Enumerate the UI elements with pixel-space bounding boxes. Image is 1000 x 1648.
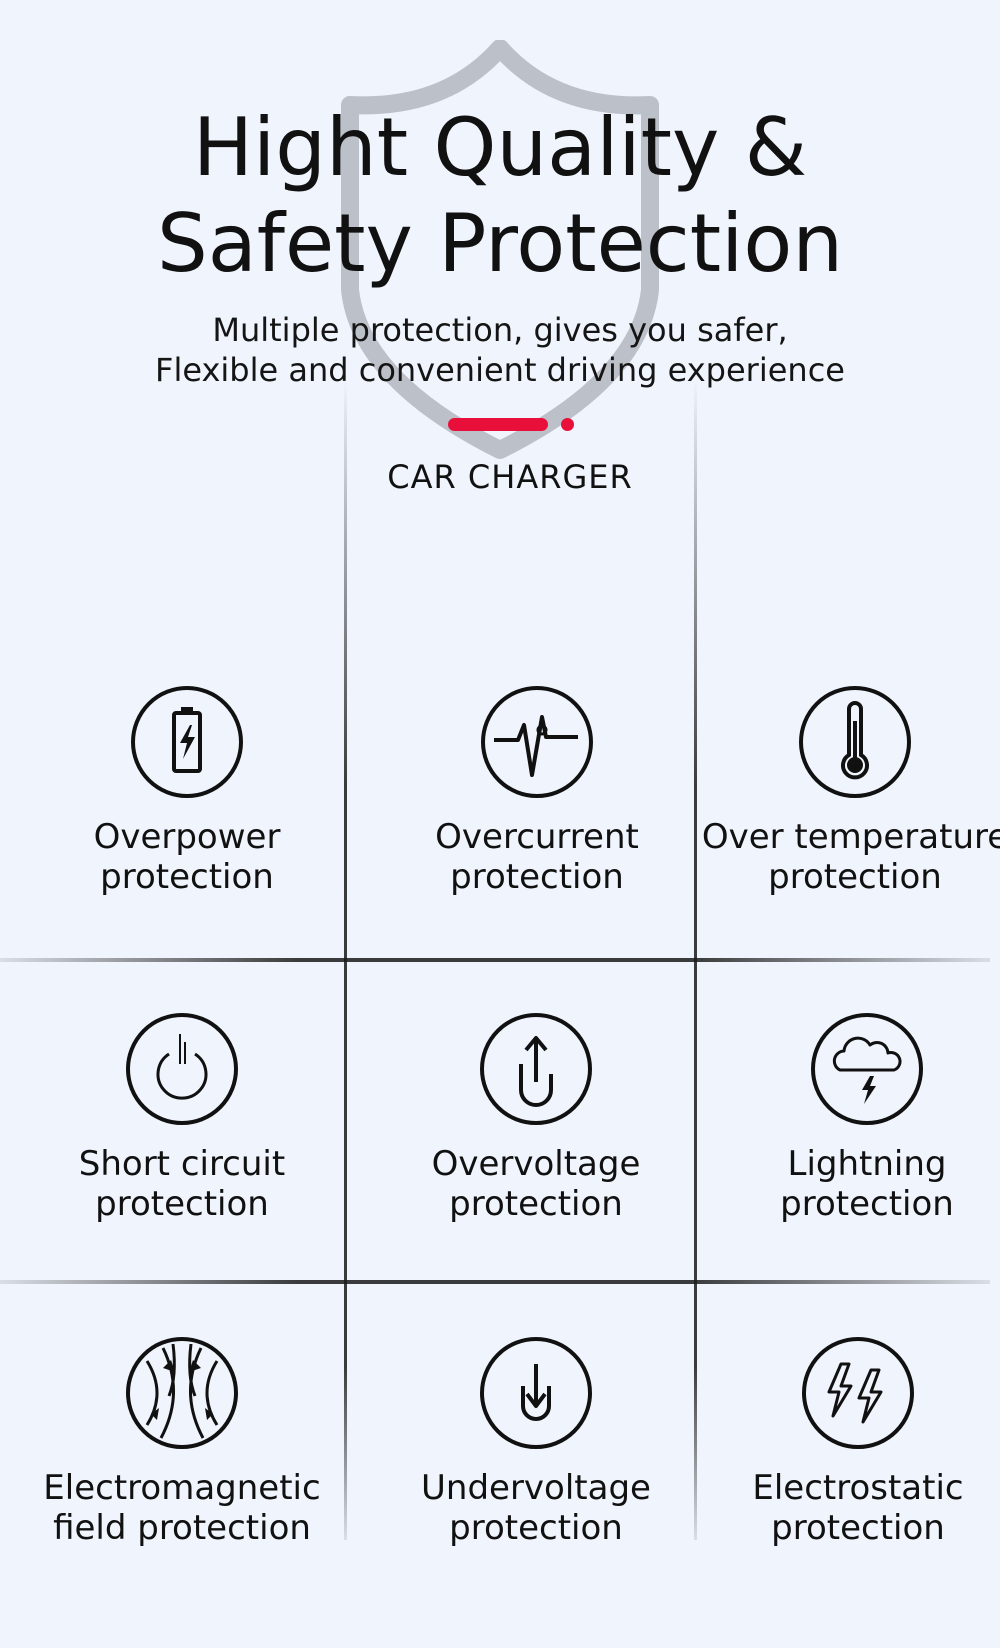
cloud-lightning-icon [811,1013,923,1125]
power-icon [126,1013,238,1125]
feature-label-line2: protection [449,1184,623,1224]
pulse-wave-icon [481,686,593,798]
feature-label-line2: protection [768,857,942,897]
feature-electromagnetic: Electromagnetic field protection [17,1336,347,1548]
feature-label-line1: Electrostatic [752,1468,964,1508]
magnetic-field-icon [126,1337,238,1449]
feature-label-line2: protection [780,1184,954,1224]
feature-label-line1: Undervoltage [421,1468,651,1508]
feature-electrostatic: Electrostatic protection [693,1336,1000,1548]
feature-label-line2: field protection [53,1508,311,1548]
page-title: Hight Quality & Safety Protection [0,100,1000,292]
battery-bolt-icon [131,686,243,798]
double-bolt-icon [802,1337,914,1449]
feature-label-line1: Overvoltage [431,1144,641,1184]
feature-lightning: Lightning protection [702,1012,1000,1224]
accent-dot [561,418,574,431]
feature-label-line2: protection [450,857,624,897]
horizontal-divider-top [0,958,990,962]
down-arrow-u-icon [480,1337,592,1449]
feature-label-line1: Overcurrent [435,817,639,857]
title-line-2: Safety Protection [156,197,844,290]
subtitle-line-2: Flexible and convenient driving experien… [155,351,845,389]
shield-outline-icon [341,40,659,459]
feature-label-line1: Over temperature [701,817,1000,857]
feature-label-line1: Electromagnetic [43,1468,321,1508]
feature-overvoltage: Overvoltage protection [371,1012,701,1224]
feature-short-circuit: Short circuit protection [17,1012,347,1224]
feature-label-line2: protection [771,1508,945,1548]
feature-label-line1: Short circuit [78,1144,286,1184]
feature-label-line1: Overpower [93,817,281,857]
feature-label-line1: Lightning [787,1144,947,1184]
title-line-1: Hight Quality & [192,101,808,194]
product-label: CAR CHARGER [387,458,633,496]
feature-undervoltage: Undervoltage protection [371,1336,701,1548]
up-arrow-u-icon [480,1013,592,1125]
feature-over-temperature: Over temperature protection [690,685,1000,897]
horizontal-divider-bottom [0,1280,990,1284]
feature-overcurrent: Overcurrent protection [372,685,702,897]
page-subtitle: Multiple protection, gives you safer, Fl… [0,310,1000,390]
feature-label-line2: protection [449,1508,623,1548]
accent-bar [448,418,548,431]
feature-label-line2: protection [95,1184,269,1224]
feature-overpower: Overpower protection [22,685,352,897]
feature-label-line2: protection [100,857,274,897]
thermometer-icon [799,686,911,798]
subtitle-line-1: Multiple protection, gives you safer, [212,311,788,349]
